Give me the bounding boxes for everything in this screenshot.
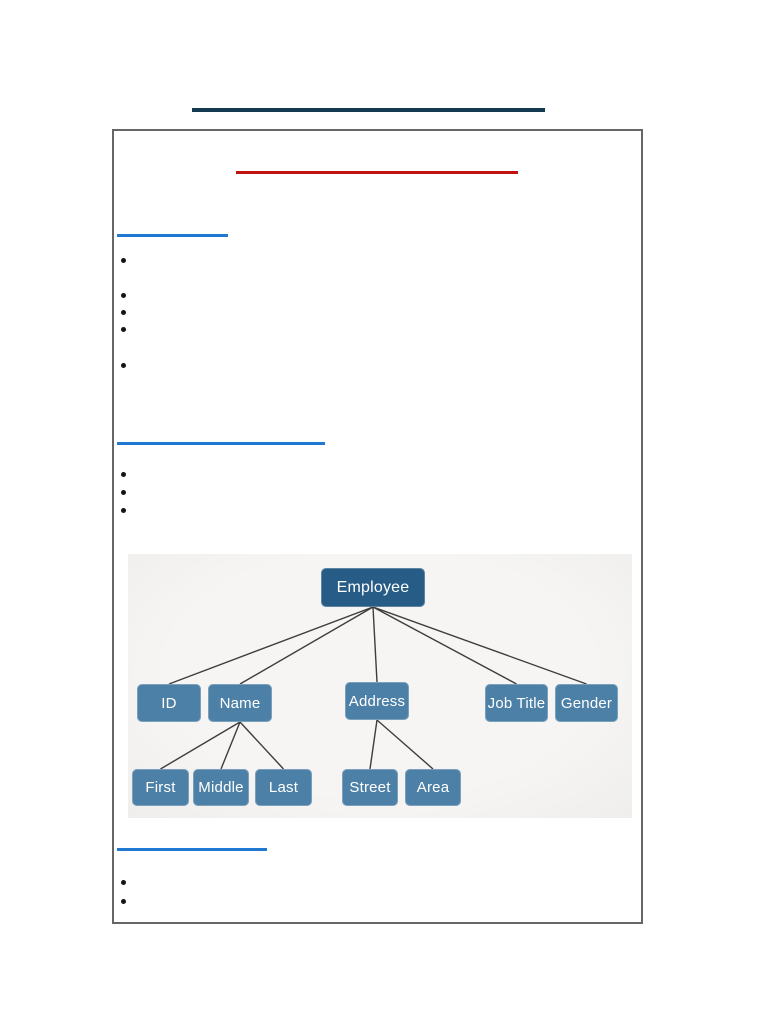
diagram-node-street: Street [342,769,398,806]
diagram-node-gender: Gender [555,684,618,722]
diagram-node-middle: Middle [193,769,249,806]
bullet-dot [121,899,126,904]
document-frame [112,129,643,924]
bullet-dot [121,310,126,315]
section-3-heading-underline [117,848,267,851]
diagram-connector-name-last [239,721,285,770]
section-2-heading-underline [117,442,325,445]
bullet-dot [121,293,126,298]
diagram-node-employee: Employee [321,568,425,607]
diagram-node-last: Last [255,769,312,806]
diagram-node-job-title: Job Title [485,684,548,722]
bullet-dot [121,880,126,885]
diagram-connector-employee-id [168,606,374,685]
diagram-connector-address-street [369,719,378,770]
diagram-connector-employee-address [372,606,378,683]
title-underline [192,108,545,112]
doc-title-underline [236,171,518,174]
bullet-dot [121,490,126,495]
diagram-node-area: Area [405,769,461,806]
diagram-connectors [160,606,587,770]
diagram-connector-name-first [160,721,241,770]
diagram-node-name: Name [208,684,272,722]
diagram-node-id: ID [137,684,201,722]
bullet-dot [121,258,126,263]
diagram-connector-employee-job-title [372,606,517,685]
bullet-dot [121,363,126,368]
diagram-connector-employee-name [239,606,374,685]
bullet-dot [121,472,126,477]
section-1-heading-underline [117,234,228,237]
diagram-connector-address-area [376,719,434,770]
diagram-node-address: Address [345,682,409,720]
diagram-node-first: First [132,769,189,806]
diagram-connector-employee-gender [372,606,587,685]
bullet-dot [121,508,126,513]
diagram-connector-name-middle [220,721,241,770]
bullet-dot [121,327,126,332]
